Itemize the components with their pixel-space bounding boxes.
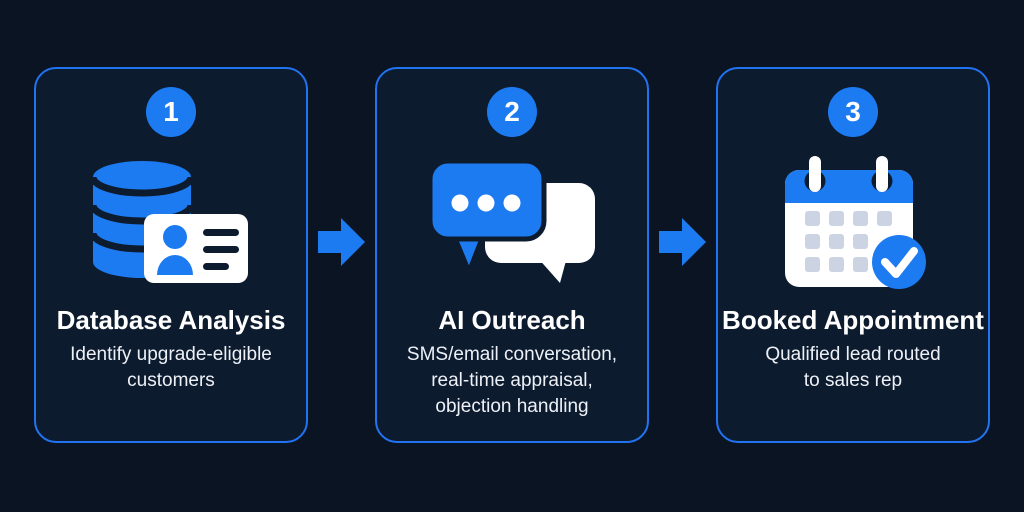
typing-dot xyxy=(477,194,494,211)
binder-ring-icon xyxy=(809,156,821,192)
arrow-right-icon xyxy=(317,218,365,266)
id-card-icon xyxy=(144,213,248,283)
step-2-title: AI Outreach xyxy=(438,305,586,335)
step-1-subtitle: Identify upgrade-eligible customers xyxy=(70,344,272,391)
arrow-right-icon xyxy=(658,218,706,266)
database-idcard-icon-svg xyxy=(93,160,248,283)
typing-dot xyxy=(503,194,520,211)
step-2-badge: 2 xyxy=(487,87,537,137)
step-1-title: Database Analysis xyxy=(56,305,286,335)
step-1-badge: 1 xyxy=(146,87,196,137)
database-idcard-icon xyxy=(81,153,261,293)
step-3-subtitle: Qualified lead routed to sales rep xyxy=(765,344,941,391)
typing-dot xyxy=(451,194,468,211)
step-1-number: 1 xyxy=(163,96,179,127)
binder-ring-icon xyxy=(876,156,888,192)
step-card-database-analysis: 1 Database Analysis xyxy=(34,67,308,443)
step-2-number: 2 xyxy=(504,96,520,127)
calendar-check-icon xyxy=(763,153,943,293)
calendar-grid-icon xyxy=(805,211,892,272)
step-3-badge: 3 xyxy=(828,87,878,137)
connector-2 xyxy=(649,67,716,443)
connector-1 xyxy=(308,67,375,443)
chat-bubbles-icon xyxy=(422,153,602,293)
blue-chat-bubble-icon xyxy=(429,160,546,279)
step-3-title: Booked Appointment xyxy=(722,305,984,335)
checkmark-circle-icon xyxy=(872,235,926,289)
calendar-check-icon-svg xyxy=(785,156,926,289)
step-2-subtitle: SMS/email conversation, real-time apprai… xyxy=(406,344,618,417)
chat-bubbles-icon-svg xyxy=(429,160,595,283)
step-3-number: 3 xyxy=(845,96,861,127)
step-card-booked-appointment: 3 xyxy=(716,67,990,443)
step-card-ai-outreach: 2 AI Outreach SMS/email conversation, re… xyxy=(375,67,649,443)
